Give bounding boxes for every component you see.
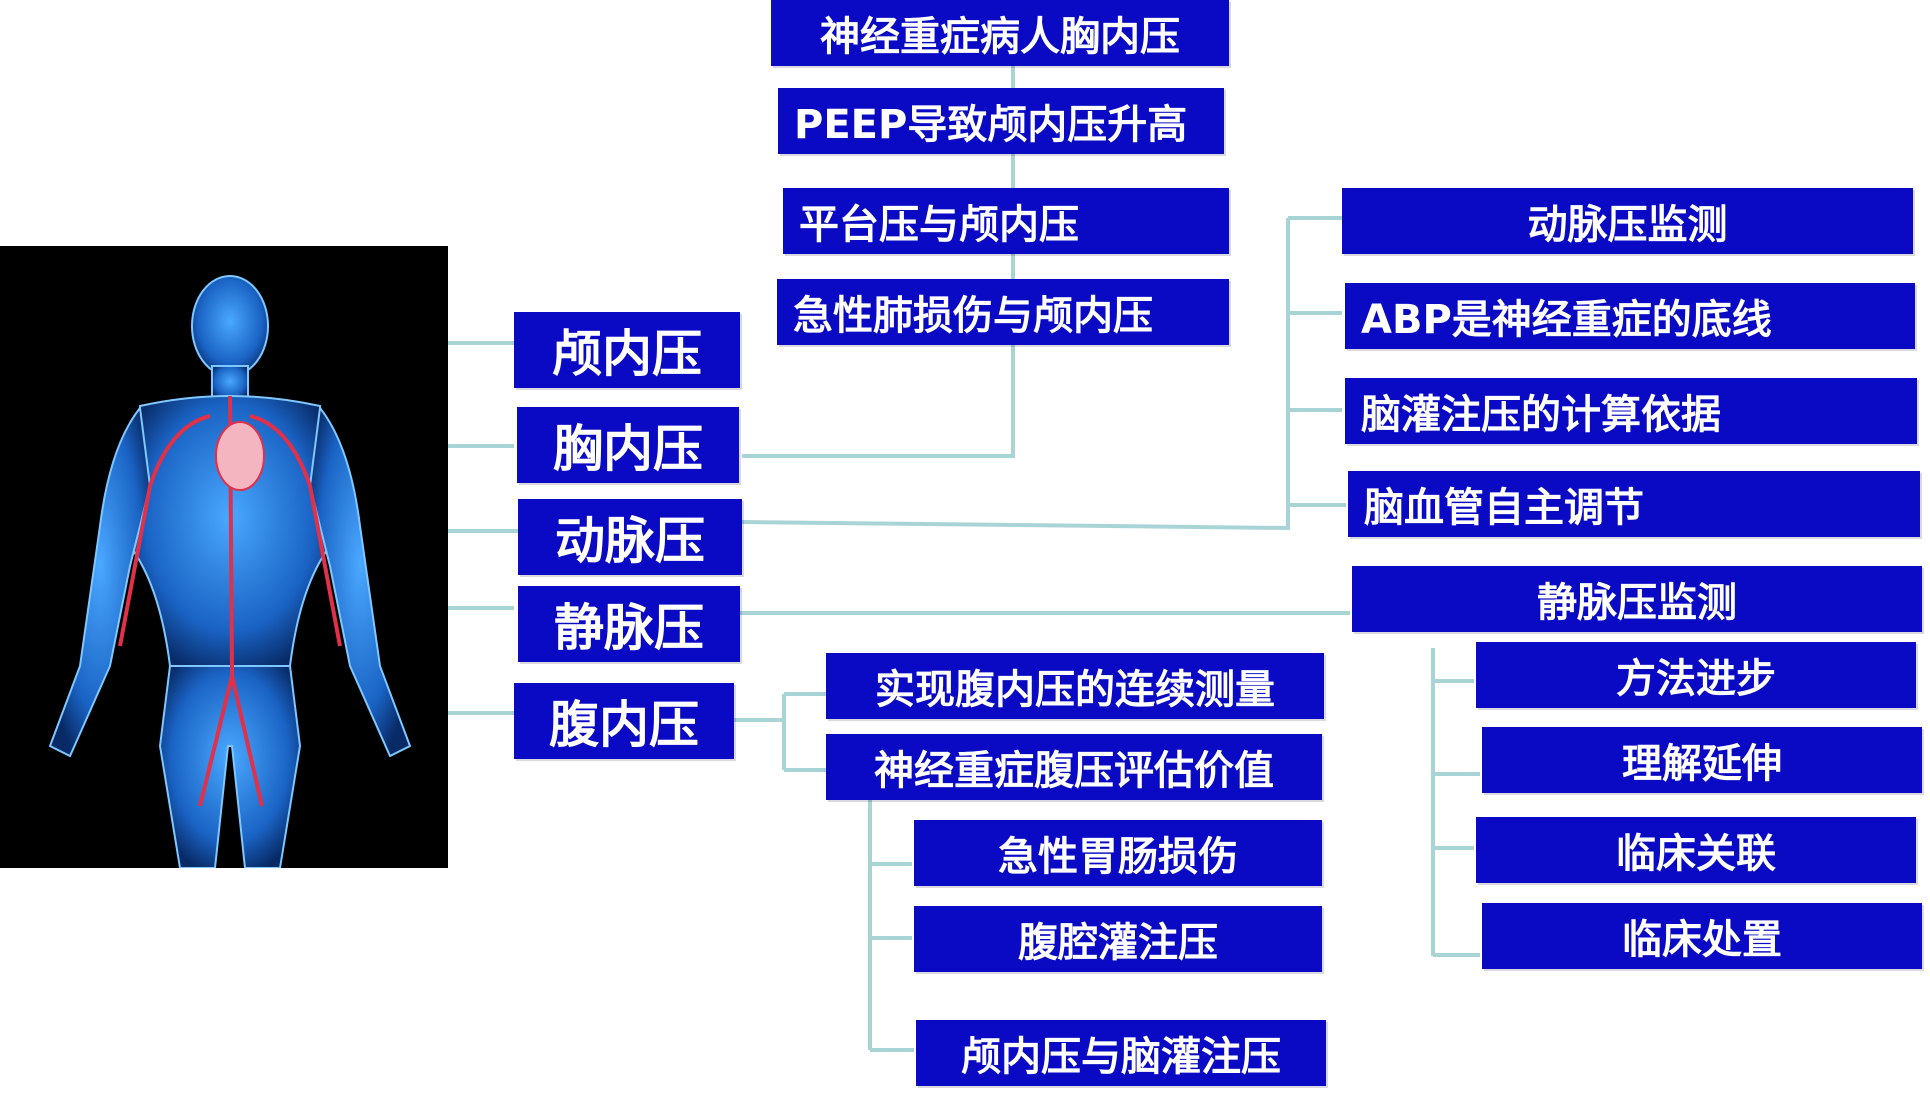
arterial-item-3[interactable]: 脑灌注压的计算依据 — [1345, 378, 1917, 444]
category-arterial-pressure[interactable]: 动脉压 — [518, 499, 742, 575]
abdominal-sub-item-2[interactable]: 腹腔灌注压 — [914, 906, 1322, 972]
venous-item-4[interactable]: 临床处置 — [1482, 903, 1922, 969]
category-abdominal-pressure[interactable]: 腹内压 — [514, 683, 734, 759]
wire-arterial — [741, 520, 1289, 530]
abdominal-sub-item-1[interactable]: 急性胃肠损伤 — [914, 820, 1322, 886]
abdominal-item-1[interactable]: 实现腹内压的连续测量 — [826, 653, 1324, 719]
thoracic-item-3[interactable]: 平台压与颅内压 — [783, 188, 1229, 254]
abdominal-sub-item-3[interactable]: 颅内压与脑灌注压 — [916, 1020, 1326, 1086]
venous-item-2[interactable]: 理解延伸 — [1482, 727, 1922, 793]
venous-item-3[interactable]: 临床关联 — [1476, 817, 1916, 883]
arterial-item-2[interactable]: ABP是神经重症的底线 — [1345, 283, 1915, 349]
arterial-item-1[interactable]: 动脉压监测 — [1342, 188, 1913, 254]
arterial-item-4[interactable]: 脑血管自主调节 — [1348, 471, 1920, 537]
venous-item-1[interactable]: 方法进步 — [1476, 642, 1916, 708]
category-venous-pressure[interactable]: 静脉压 — [518, 586, 740, 662]
category-thoracic-pressure[interactable]: 胸内压 — [517, 407, 739, 483]
thoracic-item-2[interactable]: PEEP导致颅内压升高 — [778, 88, 1224, 154]
venous-title[interactable]: 静脉压监测 — [1352, 566, 1922, 632]
abdominal-item-2[interactable]: 神经重症腹压评估价值 — [826, 734, 1322, 800]
category-intracranial-pressure[interactable]: 颅内压 — [514, 312, 740, 388]
human-body-figure — [0, 246, 448, 868]
human-body-icon — [48, 275, 412, 868]
thoracic-item-4[interactable]: 急性肺损伤与颅内压 — [777, 279, 1229, 345]
thoracic-item-1[interactable]: 神经重症病人胸内压 — [771, 0, 1229, 66]
